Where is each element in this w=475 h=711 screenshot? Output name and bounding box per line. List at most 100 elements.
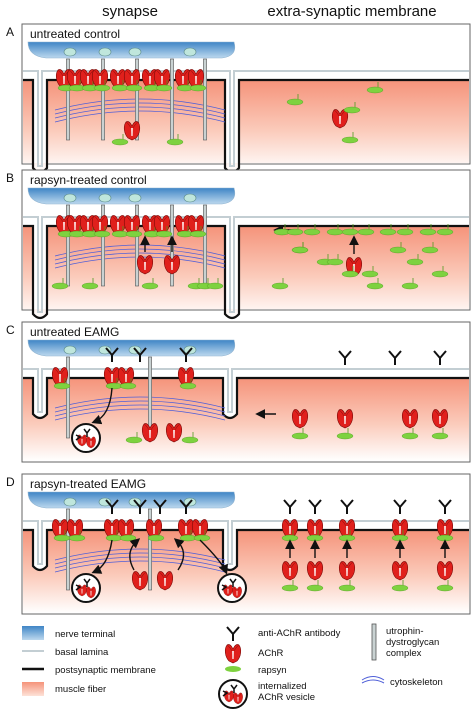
synaptic-vesicle [128,47,142,57]
legend-rapsyn-label: rapsyn [258,665,287,676]
synaptic-achr [109,215,127,235]
utrophin-pole [101,58,105,141]
membrane-rapsyn [281,534,299,542]
synaptic-vesicle [63,345,77,355]
legend-cytoskeleton-icon-a [361,676,385,681]
synaptic-achr [66,215,84,235]
synaptic-achr [174,69,192,89]
utrophin-pole [135,204,139,287]
synaptic-achr [187,215,205,235]
rapsyn [406,258,424,266]
panel-title: rapsyn-treated control [30,173,147,187]
extrasynaptic-achr [336,409,354,429]
vesicle-achr-icon [232,586,242,599]
legend-achr-label: AChR [258,648,283,659]
synaptic-rapsyn [68,534,86,542]
legend-cytoskeleton-icon-b [361,679,385,684]
extrasynaptic-achr [331,109,349,129]
legend-cytoskeleton-label: cytoskeleton [390,677,443,688]
free-antibody [388,350,402,365]
synaptic-rapsyn [53,382,71,390]
legend-muscle-fiber-swatch [22,682,44,696]
synaptic-achr [123,215,141,235]
legend-utrophin-label-3: complex [386,648,422,659]
free-antibody [433,350,447,365]
rapsyn [361,270,379,278]
synaptic-achr [103,367,121,387]
synaptic-achr [91,215,109,235]
achr-icon [224,644,242,664]
cytoskeleton [54,404,226,417]
extrasynaptic-achr [338,519,356,539]
internalization-arrow [199,539,228,575]
utrophin-pole [203,58,207,141]
postsynaptic-membrane [23,376,469,420]
internal-achr [306,561,324,581]
rapsyn [281,584,299,592]
synaptic-vesicle [183,47,197,57]
recycling-arrow [173,538,185,571]
utrophin-pole [66,508,70,591]
rapsyn [51,282,69,290]
synaptic-achr [66,69,84,89]
synaptic-achr [141,215,159,235]
cytoskeleton [54,548,226,561]
synaptic-achr [117,367,135,387]
rapsyn [81,282,99,290]
rapsyn [341,270,359,278]
internalization-arrow [91,539,113,574]
synaptic-rapsyn [179,382,197,390]
utrophin-pole [66,356,70,439]
rapsyn [343,106,361,114]
synaptic-vesicle [98,345,112,355]
synaptic-rapsyn [105,534,123,542]
synaptic-achr [187,69,205,89]
legend-rapsyn-icon [225,666,241,672]
synaptic-achr [153,69,171,89]
synaptic-rapsyn [189,84,207,92]
synaptic-rapsyn [147,534,165,542]
membrane-rapsyn [306,534,324,542]
legend-vesicle-label-1: internalized [258,681,307,692]
synaptic-rapsyn [119,534,137,542]
rapsyn [125,436,143,444]
membrane-rapsyn [391,534,409,542]
synaptic-antibody [105,347,119,362]
legend-achr-icon [224,644,242,664]
rapsyn [166,138,184,146]
synaptic-achr [66,519,84,539]
synaptic-rapsyn [111,230,129,238]
synaptic-rapsyn [155,84,173,92]
synaptic-rapsyn [111,84,129,92]
rapsyn [306,584,324,592]
synaptic-achr [123,69,141,89]
synaptic-achr [145,519,163,539]
rapsyn [421,246,439,254]
panel-letter: C [6,323,15,337]
rapsyn [326,258,344,266]
panel-letter: B [6,171,14,185]
membrane-rapsyn [419,228,437,236]
synaptic-rapsyn [93,84,111,92]
legend-nerve-terminal-swatch [22,626,44,640]
cytoskeleton [54,556,226,569]
extrasynaptic-achr [306,519,324,539]
synaptic-vesicle [98,193,112,203]
synaptic-vesicle [128,193,142,203]
utrophin-pole [135,58,139,141]
cytoskeleton [54,396,226,409]
vesicle-achr-icon [86,586,96,599]
rapsyn [389,246,407,254]
vesicle-achr-icon [86,436,96,449]
rapsyn [338,584,356,592]
basal-lamina [23,520,469,565]
synaptic-achr [103,519,121,539]
antibody-icon [226,626,240,641]
vesicle-achr-icon [233,692,243,705]
internal-achr [165,423,183,443]
synaptic-rapsyn [189,230,207,238]
internal-achr [141,423,159,443]
